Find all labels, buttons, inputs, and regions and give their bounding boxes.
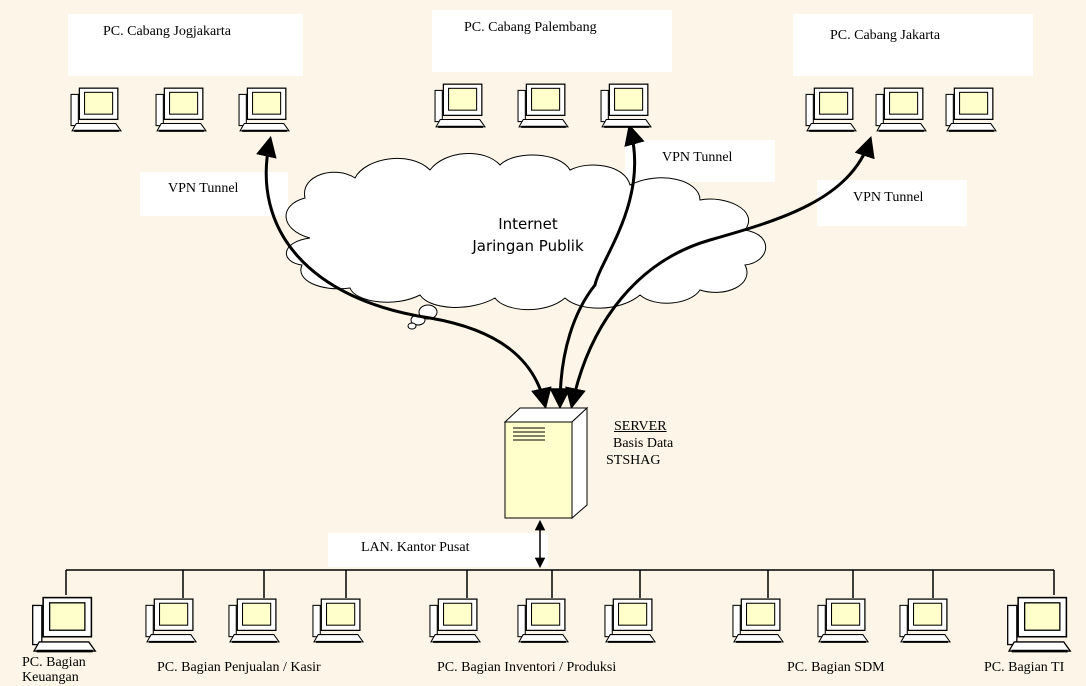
- department-pcs: [30, 595, 1072, 653]
- dept-penjualan-label: PC. Bagian Penjualan / Kasir: [157, 660, 321, 675]
- branch-jakarta-label: PC. Cabang Jakarta: [830, 28, 941, 43]
- cloud-label-internet: Internet: [498, 215, 558, 233]
- dept-ti-label: PC. Bagian TI: [984, 660, 1065, 675]
- server-icon: [503, 406, 589, 520]
- vpn-tunnel-left-label: VPN Tunnel: [168, 181, 239, 196]
- cloud-label-public-network: Jaringan Publik: [472, 237, 584, 255]
- palembang-pcs: [434, 83, 652, 128]
- vpn-tunnel-right-label: VPN Tunnel: [853, 190, 924, 205]
- vpn-tunnel-middle-label: VPN Tunnel: [662, 150, 733, 165]
- lan-bus: [65, 569, 1055, 598]
- dept-inventori-label: PC. Bagian Inventori / Produksi: [437, 660, 617, 675]
- lan-label: LAN. Kantor Pusat: [361, 540, 470, 555]
- branch-palembang-label: PC. Cabang Palembang: [464, 20, 597, 35]
- jogjakarta-pcs: [70, 87, 290, 132]
- dept-keuangan-label-1: PC. Bagian: [22, 655, 86, 670]
- jakarta-pcs: [805, 87, 997, 132]
- branch-jogjakarta-label: PC. Cabang Jogjakarta: [103, 24, 231, 39]
- dept-sdm-label: PC. Bagian SDM: [787, 660, 885, 675]
- server-subtitle: Basis Data: [613, 436, 674, 451]
- server-title: SERVER: [614, 419, 667, 434]
- vpn-tunnel-arrows: [256, 123, 875, 410]
- dept-keuangan-label-2: Keuangan: [22, 670, 79, 685]
- server-name: STSHAG: [606, 453, 661, 468]
